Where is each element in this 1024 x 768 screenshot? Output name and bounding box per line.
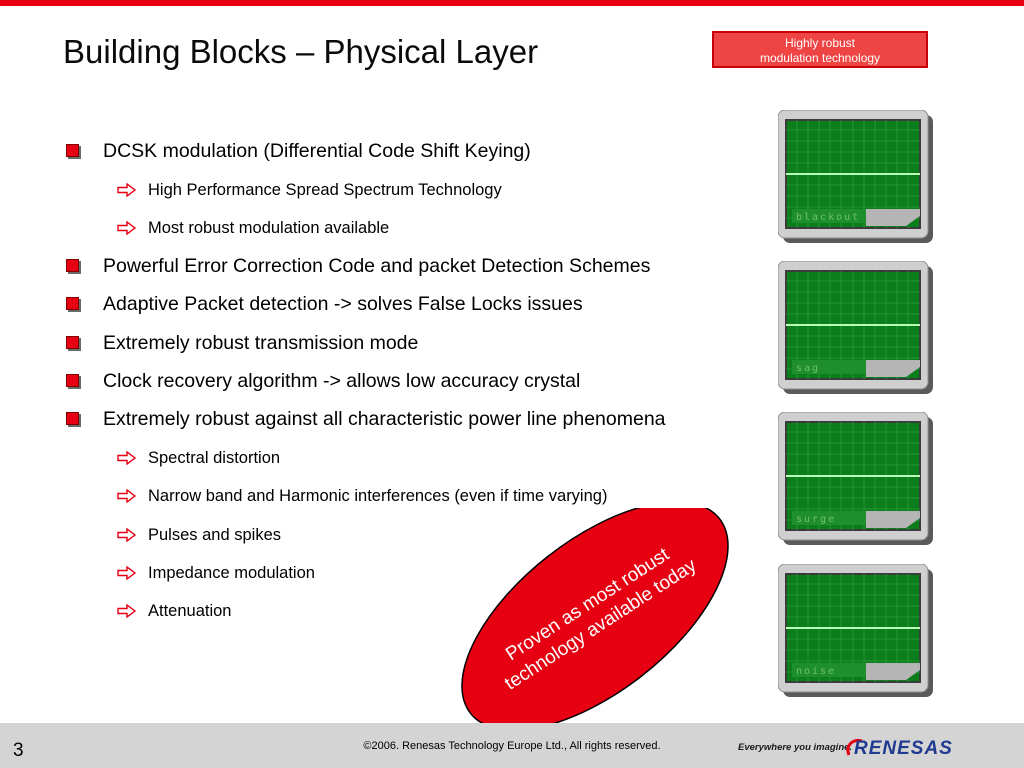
arrow-bullet-icon [117,183,137,197]
oscilloscope-monitor-noise: noise [778,564,933,697]
bullet-item: DCSK modulation (Differential Code Shift… [103,140,531,162]
arrow-bullet-icon [117,604,137,618]
sub-bullet-item: Narrow band and Harmonic interferences (… [148,487,608,505]
slide-title: Building Blocks – Physical Layer [63,33,539,70]
footer-bar [0,723,1024,768]
callout-line-1: Highly robust [784,36,856,50]
callout-line-2: modulation technology [759,51,881,65]
square-bullet-icon [66,297,79,310]
monitor-label: surge [796,514,836,525]
sub-bullet-item: Most robust modulation available [148,219,390,237]
arrow-bullet-icon [117,221,137,235]
sub-bullet-item: Impedance modulation [148,564,315,582]
arrow-bullet-icon [117,566,137,580]
monitor-label: sag [796,363,820,374]
sub-bullet-item: Pulses and spikes [148,526,281,544]
oscilloscope-monitor-blackout: blackout [778,110,933,243]
square-bullet-icon [66,144,79,157]
logo-brand: RENESAS [854,738,953,759]
oscilloscope-monitor-surge: surge [778,412,933,545]
proven-badge: Proven as most robust technology availab… [461,508,729,723]
top-accent-bar [0,0,1024,6]
bullet-item: Powerful Error Correction Code and packe… [103,255,651,277]
arrow-bullet-icon [117,451,137,465]
square-bullet-icon [66,336,79,349]
bullet-item: Extremely robust transmission mode [103,332,419,354]
bullet-item: Clock recovery algorithm -> allows low a… [103,370,581,392]
sub-bullet-item: Attenuation [148,602,232,620]
arrow-bullet-icon [117,528,137,542]
callout-box: Highly robust modulation technology [712,31,928,68]
copyright-text: ©2006. Renesas Technology Europe Ltd., A… [363,740,661,752]
monitor-label: blackout [796,212,860,223]
sub-bullet-item: High Performance Spread Spectrum Technol… [148,181,502,199]
bullet-item: Adaptive Packet detection -> solves Fals… [103,293,583,315]
sub-bullet-item: Spectral distortion [148,449,281,467]
page-number: 3 [13,740,24,761]
oscilloscope-monitor-sag: sag [778,261,933,394]
square-bullet-icon [66,374,79,387]
renesas-logo: Everywhere you imagine. RENESAS [738,738,953,759]
arrow-bullet-icon [117,489,137,503]
square-bullet-icon [66,259,79,272]
monitor-label: noise [796,666,836,677]
logo-tagline: Everywhere you imagine. [738,742,852,753]
bullet-item: Extremely robust against all characteris… [103,408,666,430]
square-bullet-icon [66,412,79,425]
